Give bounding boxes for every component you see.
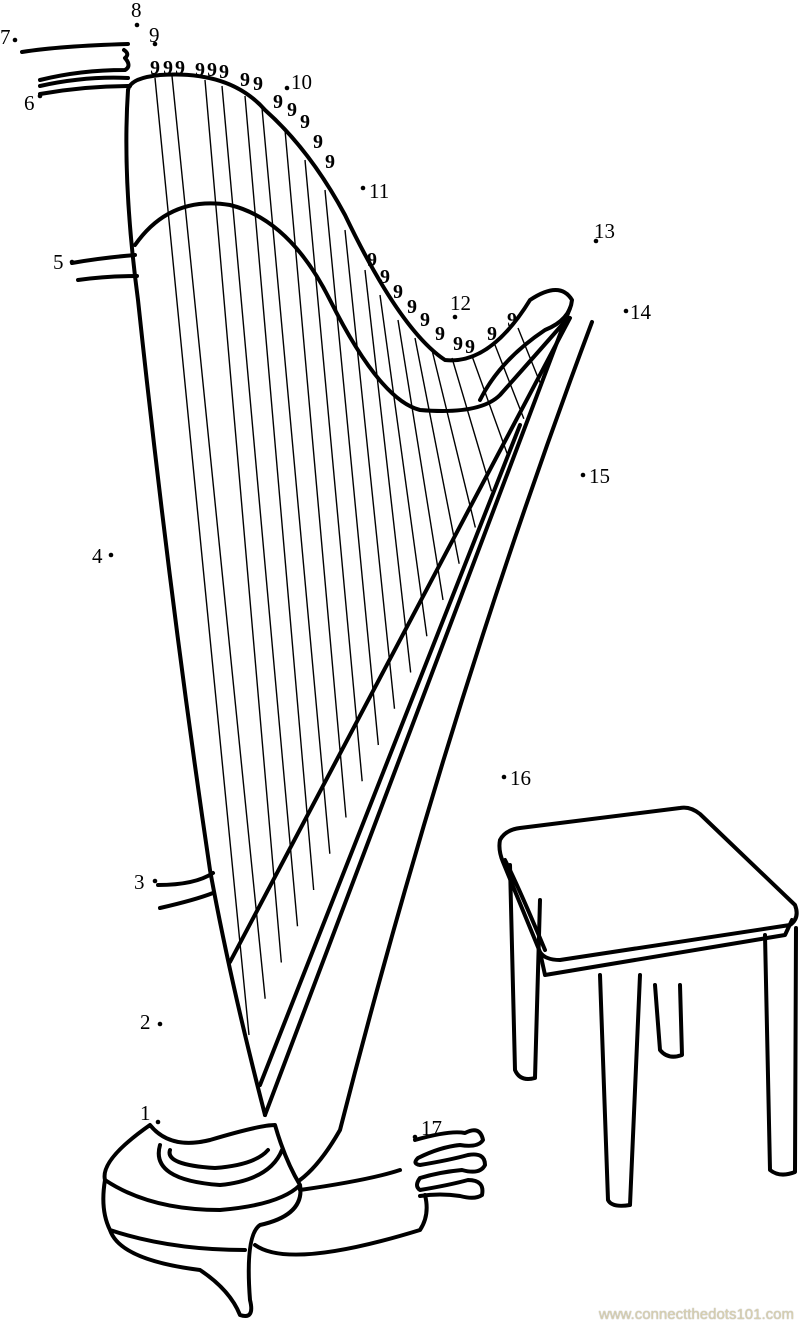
dot-number: 4 [92, 544, 103, 568]
harp-string [304, 159, 363, 782]
harp-string [344, 229, 396, 709]
dot [12, 37, 18, 43]
dot-number: 6 [24, 91, 35, 115]
harp-string [471, 355, 509, 456]
tuning-peg-icon: 9 [207, 59, 217, 81]
dot-number: 17 [421, 1116, 442, 1140]
tuning-peg-icon: 9 [219, 61, 229, 83]
dot [152, 41, 158, 47]
dot [155, 1119, 161, 1125]
tuning-peg-icon: 9 [195, 59, 205, 81]
dot-number: 15 [589, 464, 610, 488]
dot [37, 93, 43, 99]
harp-string [221, 85, 299, 927]
tuning-peg-icon: 9 [300, 111, 310, 133]
harp-neck-inner [133, 201, 570, 413]
harp-string [379, 294, 428, 637]
harp-strings [154, 75, 541, 1036]
harp-soundboard-strip2 [258, 423, 522, 1087]
tuning-peg-icon: 9 [163, 57, 173, 79]
dot [284, 85, 290, 91]
tuning-peg-icon: 9 [253, 73, 263, 95]
tuning-peg-icon: 9 [420, 309, 430, 331]
harp-string [451, 357, 493, 492]
dot-number: 1 [140, 1101, 151, 1125]
dot-number: 11 [369, 179, 389, 203]
dot-number: 8 [131, 0, 142, 22]
harp-string [171, 75, 266, 999]
dot [452, 314, 458, 320]
dot-number: 12 [450, 291, 471, 315]
tuning-peg-icon: 9 [507, 309, 517, 331]
dot [412, 1134, 418, 1140]
tuning-peg-icon: 9 [313, 131, 323, 153]
column-ornament-upper [70, 253, 139, 282]
harp-string [397, 319, 444, 601]
harp-string [364, 269, 412, 673]
harp-string [204, 79, 283, 963]
harp-string [284, 129, 347, 818]
tuning-peg-icon: 9 [240, 69, 250, 91]
harp-string [261, 107, 331, 854]
dot-number: 16 [510, 766, 531, 790]
dot [134, 22, 140, 28]
dot [501, 774, 507, 780]
dot [623, 308, 629, 314]
dot [108, 552, 114, 558]
harp-string [244, 95, 315, 891]
harp-string [324, 189, 380, 746]
harp-neck-outline [126, 72, 574, 402]
dot-number: 5 [53, 250, 64, 274]
harp-soundboard [263, 306, 572, 1117]
harp-column [124, 88, 267, 1117]
tuning-peg-icon: 9 [175, 57, 185, 79]
tuning-peg-icon: 9 [287, 99, 297, 121]
dot-number: 7 [0, 25, 11, 49]
tuning-peg-icon: 9 [325, 151, 335, 173]
dot [152, 878, 158, 884]
dot-number: 13 [594, 219, 615, 243]
tuning-peg-icon: 9 [407, 296, 417, 318]
harp-soundboard-back [298, 320, 594, 1182]
tuning-peg-icon: 9 [380, 266, 390, 288]
watermark: www.connectthedots101.com [598, 1306, 794, 1323]
dot [157, 1021, 163, 1027]
dot [360, 185, 366, 191]
harp-base [101, 1123, 429, 1318]
dot-number: 14 [630, 300, 652, 324]
top-scroll [20, 42, 132, 96]
dot-number: 9 [149, 23, 160, 47]
tuning-peg-icon: 9 [393, 281, 403, 303]
tuning-peg-icon: 9 [273, 91, 283, 113]
pedals [413, 1128, 487, 1200]
harp-string [431, 349, 477, 528]
dot-number: 2 [140, 1010, 151, 1034]
harp-string [414, 337, 460, 564]
tuning-peg-icon: 9 [453, 333, 463, 355]
bench-legs [508, 863, 798, 1208]
harp-string [154, 77, 250, 1036]
dot [593, 238, 599, 244]
column-ornament-lower [156, 871, 215, 910]
harp-soundboard-strip [228, 316, 572, 964]
tuning-peg-icon: 9 [150, 57, 160, 79]
bench-seat [497, 805, 799, 977]
tuning-peg-icon: 9 [465, 336, 475, 358]
tuning-peg-icon: 9 [487, 323, 497, 345]
dot [69, 259, 75, 265]
harp-string [517, 327, 541, 383]
dot-number: 3 [134, 870, 145, 894]
tuning-peg-icon: 9 [367, 249, 377, 271]
dot-number: 10 [291, 70, 312, 94]
tuning-peg-icon: 9 [435, 323, 445, 345]
dot [580, 472, 586, 478]
